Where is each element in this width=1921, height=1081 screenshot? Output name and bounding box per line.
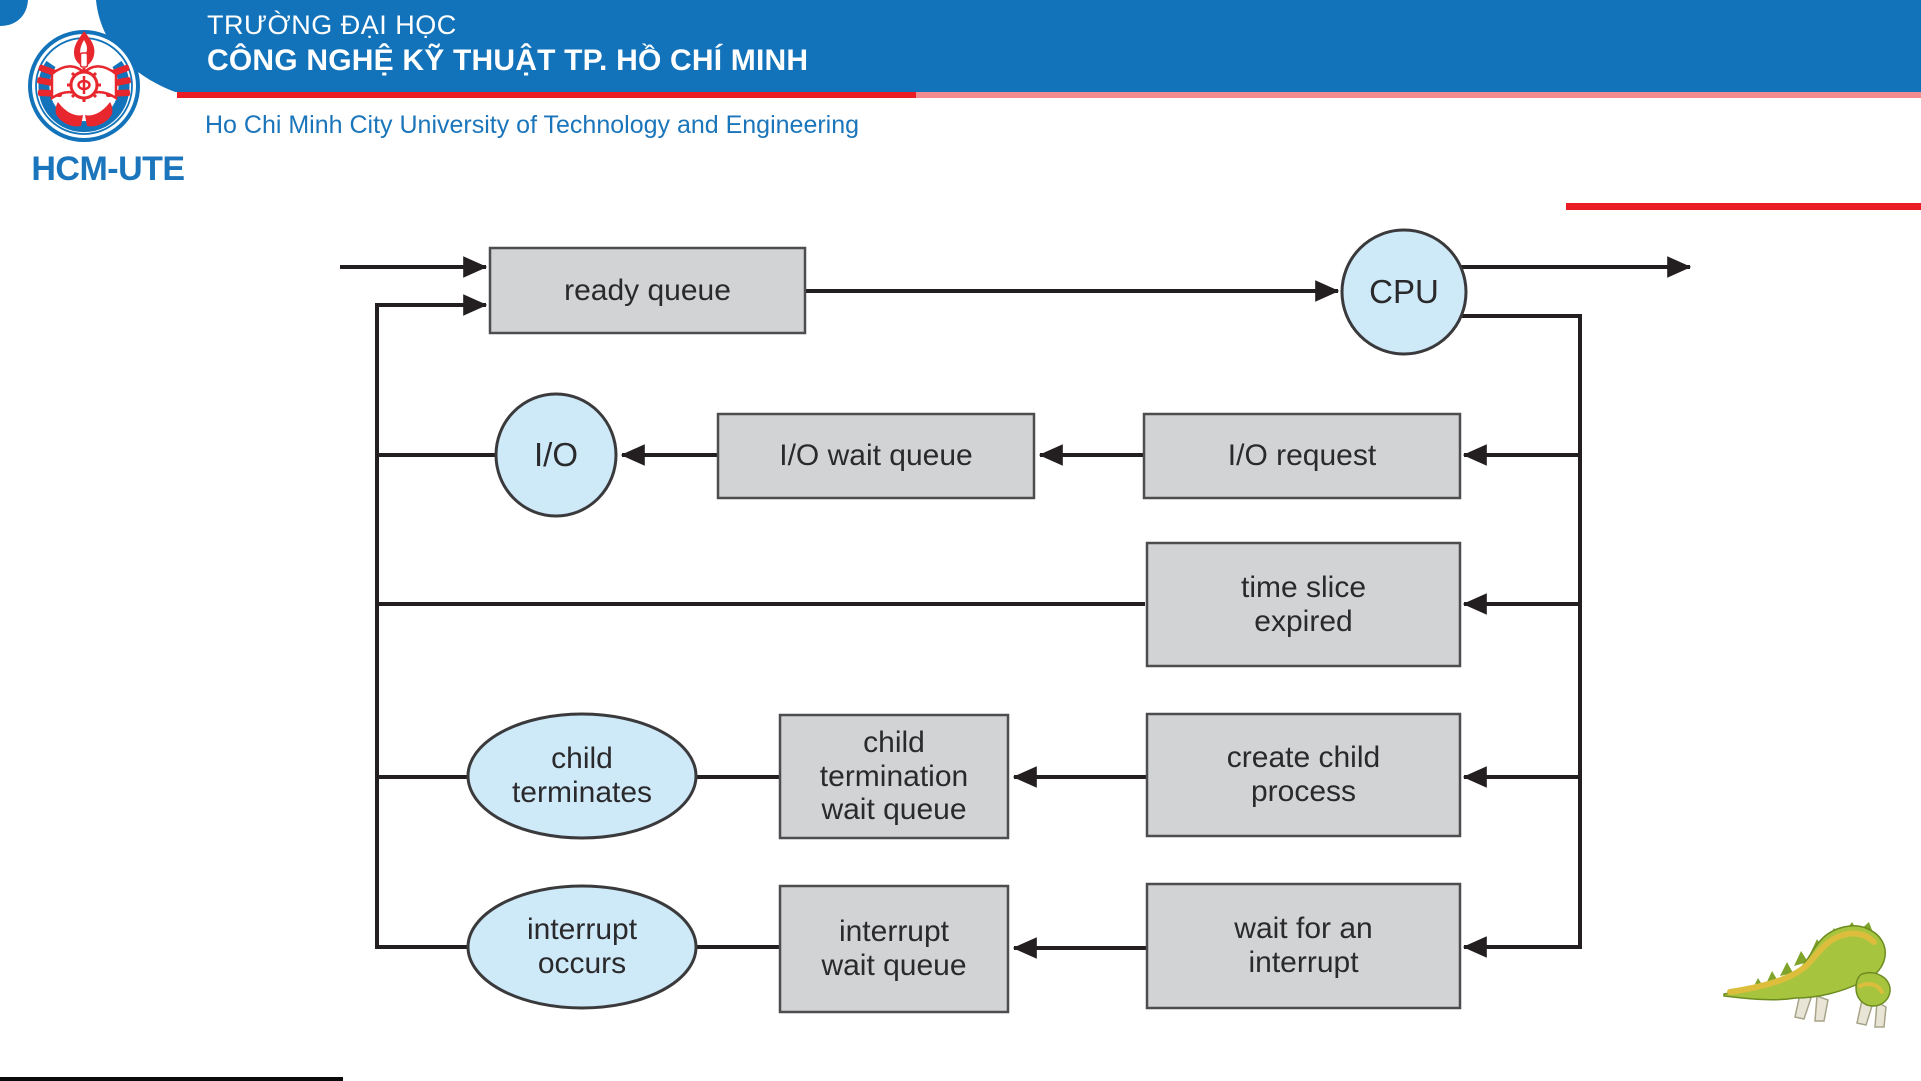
node-child-terminates [466,712,698,840]
node-io [494,392,618,518]
header-banner [0,0,1921,92]
node-io-wait-queue [716,412,1036,500]
node-interrupt-wait-queue [778,884,1010,1014]
decorative-bottom-line [0,1077,343,1081]
node-wait-for-an-interrupt [1145,882,1462,1010]
node-create-child-process [1145,712,1462,838]
logo-candle [79,52,89,68]
logo-gear [67,68,101,102]
logo-horseshoe [38,60,130,133]
node-cpu [1340,228,1468,356]
node-time-slice-expired [1145,541,1462,668]
logo-acronym: HCM-UTE [31,150,185,188]
decorative-red-line [1566,203,1921,210]
hcmute-logo [28,30,140,142]
edge-loopback [375,294,488,947]
university-name-vi-line1: TRƯỜNG ĐẠI HỌC [207,10,457,40]
dinosaur-mascot [1723,922,1891,1028]
banner-red-underline-light [916,92,1921,98]
node-io-request [1142,412,1462,500]
logo-hands [55,102,113,127]
university-name-vi-line2: CÔNG NGHỆ KỸ THUẬT TP. HỒ CHÍ MINH [207,44,809,77]
edge-cpu-rail [1458,314,1582,958]
university-name-en: Ho Chi Minh City University of Technolog… [205,111,860,139]
node-child-termination-wait-queue [778,713,1010,840]
node-interrupt-occurs [466,884,698,1010]
node-ready-queue [488,246,807,335]
banner-red-underline [177,92,916,98]
